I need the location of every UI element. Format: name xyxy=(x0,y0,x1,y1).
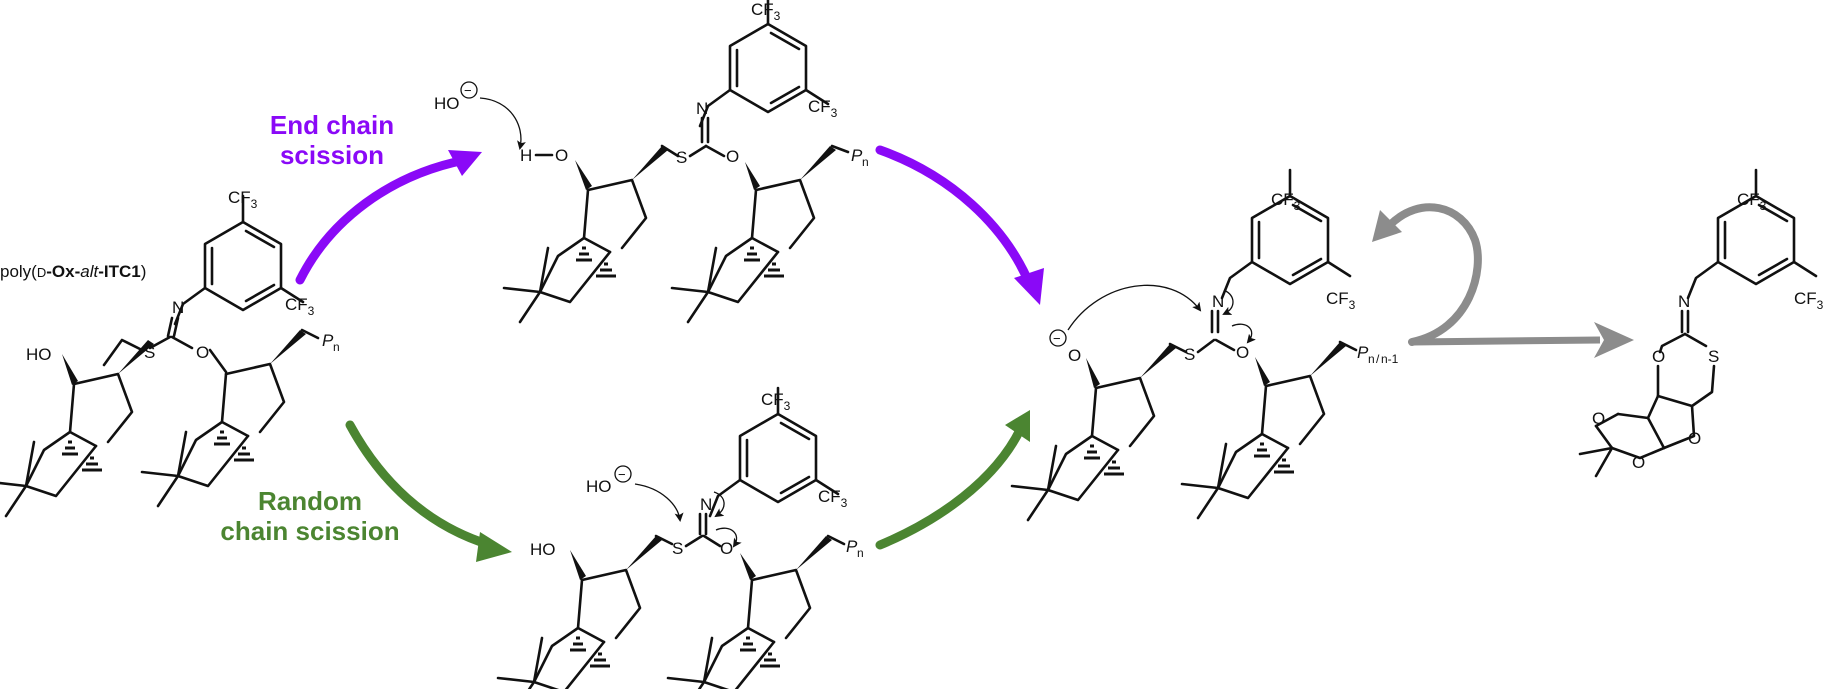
svg-text:N: N xyxy=(172,298,184,317)
svg-text:S: S xyxy=(672,539,683,558)
svg-text:O: O xyxy=(1068,346,1081,365)
svg-text:CF3: CF3 xyxy=(808,97,838,120)
svg-text:HO: HO xyxy=(26,345,52,364)
svg-text:CF3: CF3 xyxy=(285,295,315,318)
svg-text:O: O xyxy=(1236,343,1249,362)
svg-text:P: P xyxy=(851,146,863,165)
svg-text:n: n xyxy=(862,155,869,169)
svg-text:n-1: n-1 xyxy=(1381,352,1399,366)
svg-text:HO: HO xyxy=(434,94,460,113)
svg-text:−: − xyxy=(618,467,626,482)
svg-text:S: S xyxy=(144,343,155,362)
random-chain-caption-line2: chain scission xyxy=(220,516,399,546)
alkoxide-intermediate: CF3 CF3 N − O S O P n / n-1 xyxy=(1010,168,1399,522)
end-chain-arrow-1 xyxy=(295,150,482,285)
svg-text:N: N xyxy=(696,99,708,118)
svg-text:N: N xyxy=(700,495,712,514)
svg-text:n: n xyxy=(857,546,864,560)
svg-text:HO: HO xyxy=(530,540,556,559)
svg-text:O: O xyxy=(196,343,209,362)
end-chain-intermediate: HO − H O S CF3 CF3 N O P n xyxy=(434,0,869,324)
random-chain-arrow-1 xyxy=(345,420,512,562)
random-chain-arrow-2 xyxy=(875,410,1030,550)
svg-text:S: S xyxy=(676,148,687,167)
svg-text:O: O xyxy=(1592,409,1605,428)
polymer-label: poly(D-Ox-alt-ITC1) xyxy=(0,262,146,281)
svg-text:O: O xyxy=(720,539,733,558)
svg-text:n: n xyxy=(1368,352,1375,366)
cyclic-product: CF3 CF3 N O S O O O xyxy=(1578,168,1824,478)
svg-text:P: P xyxy=(846,537,858,556)
random-chain-intermediate: HO − HO S CF3 CF3 N O P n xyxy=(496,386,864,694)
svg-text:CF3: CF3 xyxy=(228,188,258,211)
svg-text:CF3: CF3 xyxy=(1737,190,1767,213)
svg-text:−: − xyxy=(464,83,472,98)
svg-text:S: S xyxy=(1708,347,1719,366)
cyclization-arrow xyxy=(1372,203,1634,358)
polymer-structure: poly(D-Ox-alt-ITC1) CF3 CF3 N S O HO P n xyxy=(0,188,340,518)
svg-text:P: P xyxy=(322,331,334,350)
svg-text:O: O xyxy=(726,147,739,166)
svg-text:P: P xyxy=(1357,343,1369,362)
svg-text:O: O xyxy=(1632,453,1645,472)
svg-text:S: S xyxy=(1184,345,1195,364)
end-chain-arrow-2 xyxy=(875,145,1044,305)
svg-text:H: H xyxy=(520,146,532,165)
svg-text:CF3: CF3 xyxy=(818,487,848,510)
svg-text:/: / xyxy=(1376,352,1380,366)
random-chain-caption-line1: Random xyxy=(258,486,362,516)
svg-text:N: N xyxy=(1678,292,1690,311)
end-chain-caption-line2: scission xyxy=(280,140,384,170)
svg-text:−: − xyxy=(1053,331,1061,346)
svg-text:O: O xyxy=(555,146,568,165)
svg-text:O: O xyxy=(1688,429,1701,448)
svg-text:O: O xyxy=(1652,347,1665,366)
svg-text:CF3: CF3 xyxy=(751,0,781,23)
svg-text:n: n xyxy=(333,340,340,354)
svg-text:N: N xyxy=(1212,292,1224,311)
svg-text:CF3: CF3 xyxy=(1794,289,1824,312)
end-chain-caption-line1: End chain xyxy=(270,110,394,140)
svg-text:CF3: CF3 xyxy=(1271,190,1301,213)
svg-text:CF3: CF3 xyxy=(761,390,791,413)
svg-text:HO: HO xyxy=(586,477,612,496)
svg-text:CF3: CF3 xyxy=(1326,289,1356,312)
